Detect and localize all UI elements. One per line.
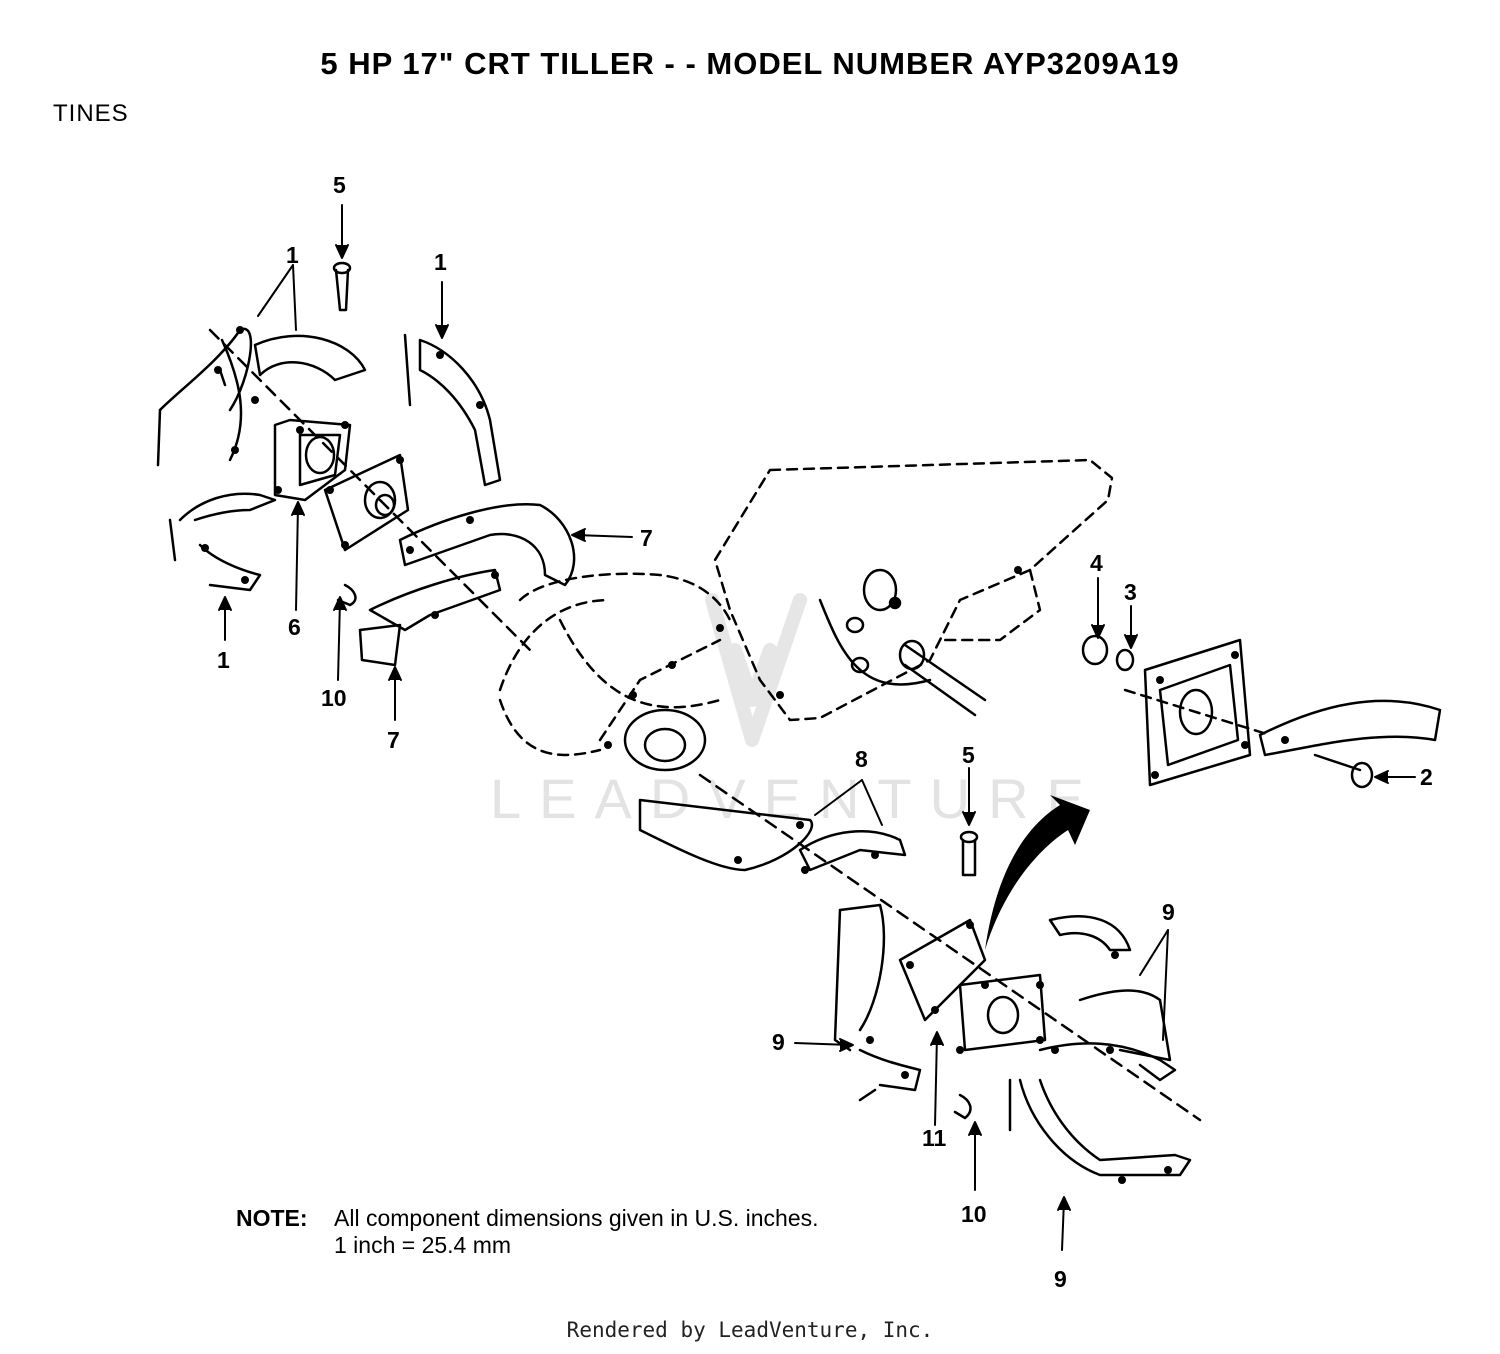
callout-10-left: 10 <box>321 685 347 711</box>
callout-6: 6 <box>288 614 301 640</box>
watermark-text: LEADVENTURE <box>490 767 1102 830</box>
section-label: TINES <box>53 100 129 127</box>
output-shaft-right <box>898 639 987 717</box>
tine-assembly-right <box>638 773 1202 1177</box>
bolt-dots-right-plate <box>1151 651 1289 779</box>
callout-7-bottom: 7 <box>387 727 400 753</box>
note-label: NOTE: <box>236 1205 308 1231</box>
clevis-pin-top <box>332 261 352 312</box>
note-line-2: 1 inch = 25.4 mm <box>334 1232 512 1258</box>
leader-arrows <box>218 204 1416 1251</box>
tine-assembly-left <box>156 327 576 667</box>
assembly-direction-arrow <box>985 795 1090 950</box>
transmission-housing <box>498 458 1114 757</box>
callout-7-right: 7 <box>640 525 653 551</box>
callout-10-right: 10 <box>961 1201 987 1227</box>
callout-1-upper-left: 1 <box>286 242 299 268</box>
note-line-1: All component dimensions given in U.S. i… <box>334 1205 819 1231</box>
callout-5-bottom: 5 <box>962 742 975 768</box>
callout-5-top: 5 <box>333 172 346 198</box>
callout-2: 2 <box>1420 764 1433 790</box>
callout-8: 8 <box>855 746 868 772</box>
callout-9-bottom: 9 <box>1054 1266 1067 1292</box>
side-plate-right <box>1081 634 1442 789</box>
bolt-dots-left <box>201 326 1022 749</box>
page-title: 5 HP 17" CRT TILLER - - MODEL NUMBER AYP… <box>320 46 1180 81</box>
footer-credit: Rendered by LeadVenture, Inc. <box>566 1318 934 1342</box>
bolt-dots-right <box>734 821 1172 1184</box>
callout-1-lower-left: 1 <box>217 647 230 673</box>
clevis-pin-bottom <box>959 830 979 877</box>
watermark-logo <box>705 593 807 747</box>
callout-1-upper-right: 1 <box>434 249 447 275</box>
callout-9-upper-right: 9 <box>1162 899 1175 925</box>
callout-3: 3 <box>1124 579 1137 605</box>
transmission-details <box>623 568 932 772</box>
callout-4: 4 <box>1090 550 1103 576</box>
dimension-note: NOTE: All component dimensions given in U… <box>236 1205 819 1259</box>
callout-9-left: 9 <box>772 1029 785 1055</box>
callout-11: 11 <box>922 1125 947 1151</box>
